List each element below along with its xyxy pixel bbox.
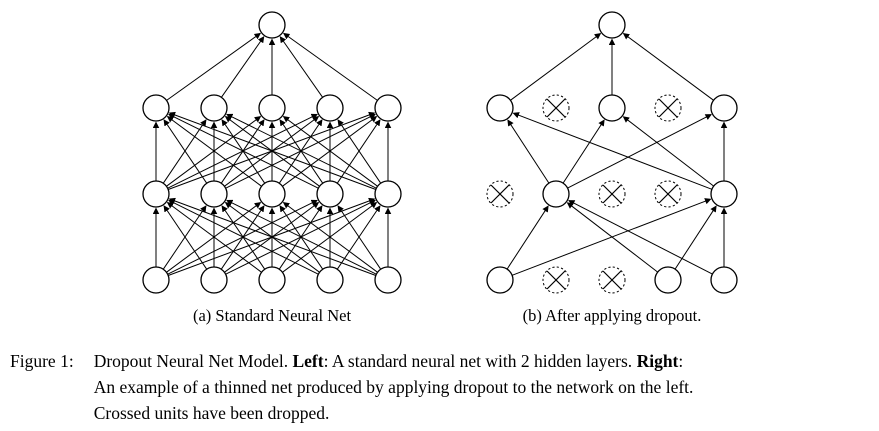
figure-caption-label: Figure 1: bbox=[10, 351, 74, 371]
unit bbox=[316, 180, 344, 208]
connection-arrow bbox=[568, 200, 713, 275]
cross-mark bbox=[490, 184, 510, 204]
connection-arrow bbox=[220, 36, 265, 98]
connection-arrow bbox=[282, 116, 378, 187]
connection-arrow bbox=[337, 205, 382, 270]
unit bbox=[258, 180, 286, 208]
connection-arrow bbox=[166, 202, 262, 273]
unit bbox=[200, 180, 228, 208]
connection-arrow bbox=[226, 113, 377, 189]
connection-arrow bbox=[166, 116, 262, 187]
unit bbox=[710, 266, 738, 294]
unit bbox=[598, 94, 626, 122]
figure-caption: Figure 1: Dropout Neural Net Model. Left… bbox=[10, 348, 872, 426]
connection-arrow bbox=[162, 119, 207, 184]
connection-arrow bbox=[566, 202, 659, 273]
connection-arrow bbox=[337, 119, 382, 184]
connection-arrow bbox=[512, 112, 713, 190]
unit bbox=[710, 94, 738, 122]
connection-arrow bbox=[226, 199, 377, 275]
figure-caption-text: Dropout Neural Net Model. Left: A standa… bbox=[94, 348, 872, 426]
cross-mark bbox=[546, 270, 566, 290]
unit bbox=[258, 94, 286, 122]
connection-arrow bbox=[506, 205, 549, 270]
unit bbox=[258, 266, 286, 294]
connection-arrow bbox=[510, 33, 602, 101]
cross-mark bbox=[546, 98, 566, 118]
connection-arrow bbox=[220, 205, 265, 270]
connection-arrow bbox=[224, 116, 320, 187]
caption-part: An example of a thinned net produced by … bbox=[93, 377, 694, 397]
network-standard-neural-net bbox=[142, 11, 402, 294]
output-unit bbox=[598, 11, 626, 39]
connection-arrow bbox=[166, 202, 262, 273]
cross-mark bbox=[658, 184, 678, 204]
unit bbox=[142, 94, 170, 122]
connection-arrow bbox=[283, 32, 378, 101]
connection-arrow bbox=[567, 114, 712, 189]
unit bbox=[486, 266, 514, 294]
caption-part-left-bold: Left bbox=[292, 351, 324, 371]
caption-part: : A standard neural net with 2 hidden la… bbox=[323, 351, 637, 371]
unit bbox=[316, 266, 344, 294]
connection-arrow bbox=[168, 113, 319, 189]
output-unit bbox=[258, 11, 286, 39]
caption-line-1: Dropout Neural Net Model. Left: A standa… bbox=[94, 348, 872, 374]
unit bbox=[710, 180, 738, 208]
unit bbox=[316, 94, 344, 122]
unit bbox=[374, 180, 402, 208]
subcaption-after-dropout: (b) After applying dropout. bbox=[522, 306, 702, 325]
cross-mark bbox=[602, 184, 622, 204]
connection-arrow bbox=[562, 119, 605, 184]
connection-arrow bbox=[163, 205, 208, 270]
connection-arrow bbox=[224, 202, 320, 273]
connection-arrow bbox=[168, 199, 319, 275]
connection-arrow bbox=[166, 32, 261, 101]
connection-arrow bbox=[282, 202, 378, 273]
connection-arrow bbox=[674, 205, 717, 270]
caption-part: : bbox=[678, 351, 684, 371]
caption-part: Dropout Neural Net Model. bbox=[93, 351, 293, 371]
cross-mark bbox=[658, 98, 678, 118]
caption-line-2: An example of a thinned net produced by … bbox=[94, 374, 872, 400]
neural-network-diagrams bbox=[142, 11, 738, 294]
connection-arrow bbox=[511, 198, 712, 276]
connection-arrow bbox=[622, 116, 715, 187]
connection-arrow bbox=[279, 36, 324, 98]
unit bbox=[374, 266, 402, 294]
connection-arrow bbox=[622, 33, 714, 101]
unit bbox=[486, 94, 514, 122]
unit bbox=[374, 94, 402, 122]
cross-mark bbox=[602, 270, 622, 290]
unit bbox=[200, 266, 228, 294]
caption-part-right-bold: Right bbox=[636, 351, 679, 371]
connection-arrow bbox=[507, 119, 550, 184]
connection-arrow bbox=[282, 202, 378, 273]
connection-arrow bbox=[162, 205, 207, 270]
unit bbox=[142, 180, 170, 208]
subcaption-standard-net: (a) Standard Neural Net bbox=[192, 306, 352, 325]
unit bbox=[654, 266, 682, 294]
connection-arrow bbox=[168, 111, 376, 190]
network-after-applying-dropout bbox=[486, 11, 738, 294]
connection-arrow bbox=[163, 119, 208, 184]
connection-arrow bbox=[168, 197, 376, 276]
unit bbox=[200, 94, 228, 122]
connection-arrow bbox=[220, 119, 265, 184]
caption-part: Crossed units have been dropped. bbox=[93, 403, 330, 423]
caption-line-3: Crossed units have been dropped. bbox=[94, 400, 872, 426]
unit bbox=[542, 180, 570, 208]
unit bbox=[142, 266, 170, 294]
connection-arrow bbox=[166, 116, 262, 187]
connection-arrow bbox=[282, 116, 378, 187]
